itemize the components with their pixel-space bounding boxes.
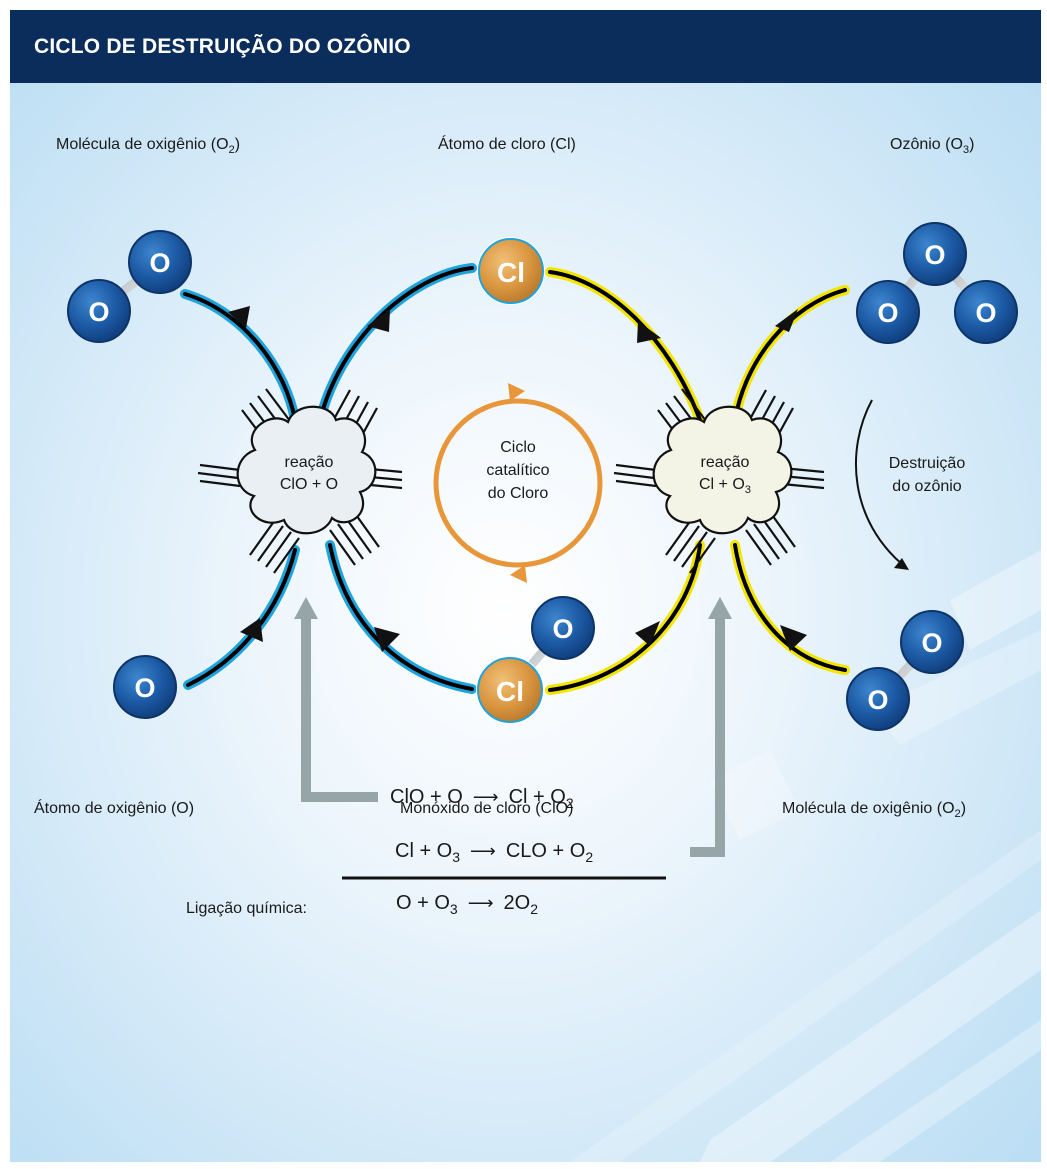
reaction-right-line2: Cl + O3: [698, 476, 752, 496]
atom-letter: O: [149, 248, 170, 278]
oxygen-molecule-bottom-right: [846, 610, 964, 731]
equation-2: Cl + O3⟶CLO + O2: [395, 840, 594, 865]
connector-left: [294, 597, 378, 802]
cycle-diagram: O O Cl O O O O O Cl O O: [67, 222, 1018, 880]
label-ozone: Ozônio (O3): [890, 136, 975, 156]
atom-letter: O: [924, 240, 945, 270]
path-arrowheads: [228, 306, 807, 652]
equation-result: O + O3⟶2O2: [396, 892, 538, 917]
page-title: CICLO DE DESTRUIÇÃO DO OZÔNIO: [34, 35, 411, 58]
label-oxygen-atom: Átomo de oxigênio (O): [34, 800, 195, 817]
label-oxygen-molecule-top: Molécula de oxigênio (O2): [56, 136, 241, 156]
blue-paths: [180, 263, 477, 694]
background-streaks: [570, 550, 1041, 1162]
atom-letter: O: [877, 298, 898, 328]
oxygen-atom-bottom-left: [113, 655, 177, 719]
reaction-cloud-right: [613, 388, 825, 574]
destruction-note-line2: do ozônio: [892, 478, 962, 495]
reaction-right-line1: reação: [700, 454, 750, 471]
cycle-line1: Ciclo: [500, 439, 536, 456]
chlorine-atom-top: [477, 237, 545, 305]
atom-letter: Cl: [497, 257, 525, 288]
reaction-right-label: reação Cl + O3: [662, 452, 788, 496]
atom-letter: O: [921, 628, 942, 658]
ozone-molecule: [856, 222, 1018, 344]
oxygen-molecule-top-left: [67, 230, 192, 343]
label-chlorine-monoxide: Monóxido de cloro (ClO): [400, 800, 574, 817]
connector-right: [690, 597, 732, 857]
cycle-line3: do Cloro: [487, 485, 549, 502]
equation-1: ClO + O⟶Cl + O2: [390, 786, 574, 811]
reaction-left-label: reação ClO + O: [246, 452, 372, 496]
destruction-note-line1: Destruição: [888, 455, 966, 472]
cycle-line2: catalítico: [486, 462, 550, 479]
catalytic-cycle-label: Ciclo catalítico do Cloro: [450, 436, 586, 505]
atom-letter: O: [552, 614, 573, 644]
reaction-left-line1: reação: [284, 454, 334, 471]
label-chlorine-atom: Átomo de cloro (Cl): [438, 136, 576, 153]
atom-letter: O: [975, 298, 996, 328]
atom-letter: O: [867, 685, 888, 715]
atom-letter: Cl: [496, 676, 524, 707]
diagram-frame: CICLO DE DESTRUIÇÃO DO OZÔNIO: [10, 10, 1041, 1162]
destruction-arrow: [854, 399, 909, 570]
bond-label: Ligação química:: [186, 900, 307, 917]
chlorine-monoxide-molecule: [476, 596, 595, 724]
atom-letter: O: [88, 297, 109, 327]
destruction-note: Destruição do ozônio: [872, 452, 982, 498]
header-bar: CICLO DE DESTRUIÇÃO DO OZÔNIO: [10, 10, 1041, 83]
reaction-cloud-left: [197, 388, 403, 574]
yellow-paths: [545, 267, 850, 695]
reaction-left-line2: ClO + O: [279, 476, 339, 493]
atom-letter: O: [134, 673, 155, 703]
label-oxygen-molecule-bottom: Molécula de oxigênio (O2): [782, 800, 967, 820]
catalytic-cycle-ring: [433, 383, 603, 583]
atom-letters: O O Cl O O O O O Cl O O: [88, 240, 996, 715]
